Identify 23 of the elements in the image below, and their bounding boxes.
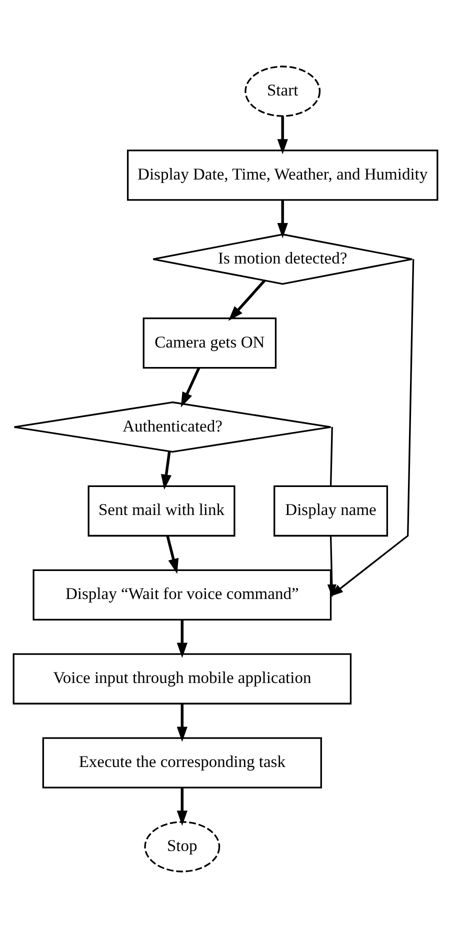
- node-box: Display “Wait for voice command”: [32, 569, 332, 620]
- arrow: [228, 280, 266, 321]
- arrow: [176, 788, 188, 826]
- node-box: Sent mail with link: [88, 485, 236, 537]
- arrow: [277, 200, 288, 238]
- node-box: Display name: [274, 485, 388, 537]
- node-box: Voice input through mobile application: [12, 653, 352, 704]
- arrow: [180, 367, 200, 408]
- connector: [330, 427, 333, 486]
- node-box: Execute the corresponding task: [42, 737, 322, 788]
- node-diamond: Authenticated?: [13, 401, 332, 453]
- node-ellipse: Stop: [144, 821, 220, 872]
- node-diamond: Is motion detected?: [152, 234, 413, 285]
- arrow: [160, 451, 172, 490]
- arrow: [327, 536, 336, 598]
- arrow: [277, 116, 288, 154]
- node-ellipse: Start: [244, 66, 321, 117]
- arrow: [176, 704, 188, 742]
- arrow: [330, 259, 414, 596]
- node-box: Camera gets ON: [142, 318, 277, 369]
- arrow: [176, 620, 188, 658]
- node-box: Display Date, Time, Weather, and Humidity: [126, 150, 438, 201]
- arrow: [166, 536, 179, 574]
